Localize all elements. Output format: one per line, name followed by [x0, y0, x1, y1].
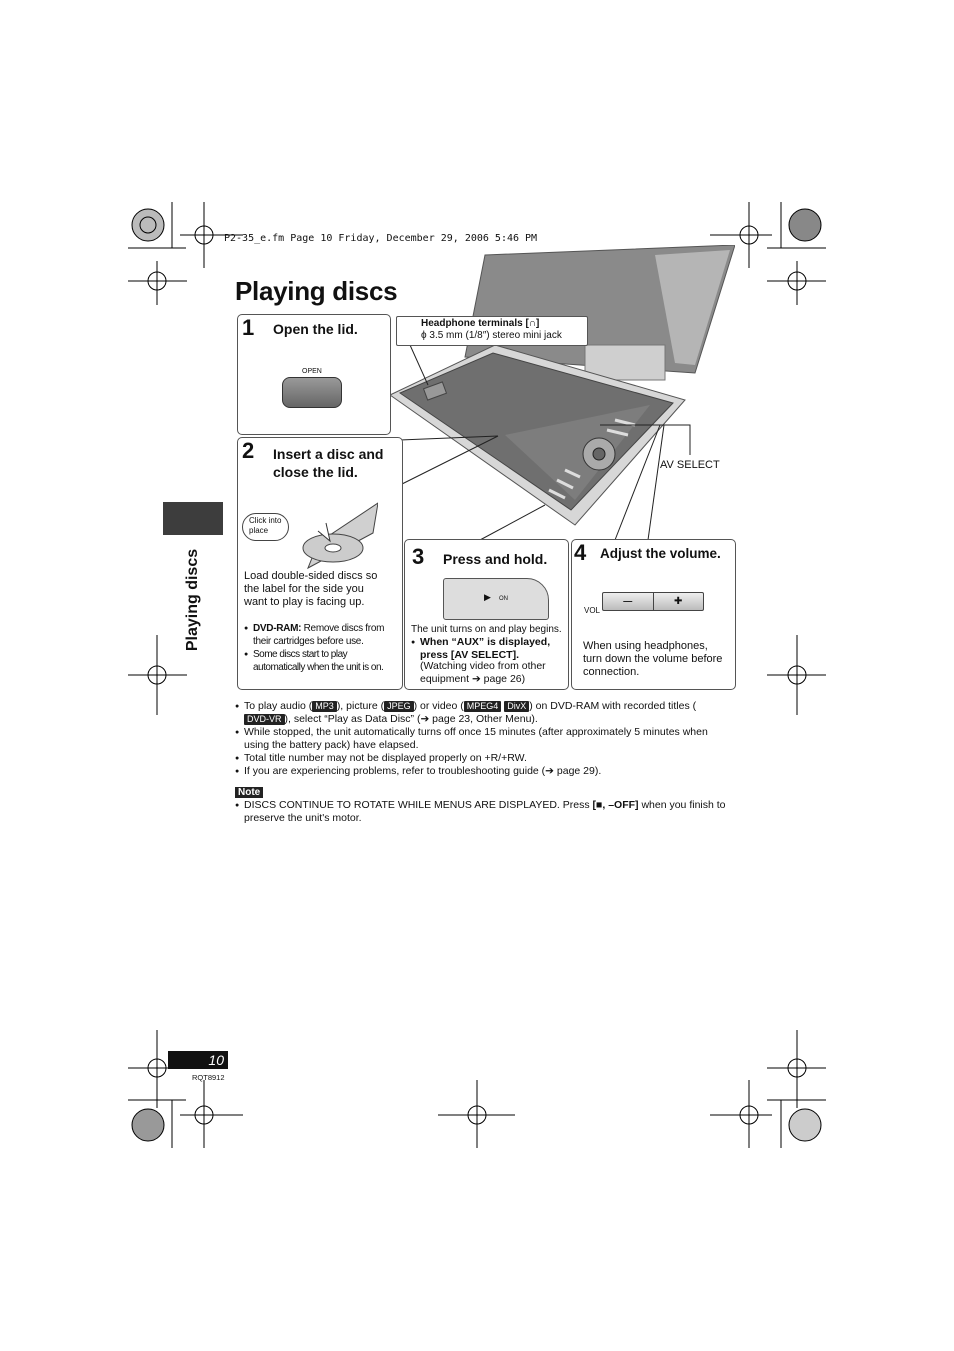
divx-badge: DivX [504, 701, 530, 712]
step-4-number: 4 [574, 540, 587, 565]
headphone-title: Headphone terminals [∩] [421, 318, 540, 329]
step-3-heading: Press and hold. [443, 551, 548, 567]
step-2-heading-line1: Insert a disc and [273, 446, 384, 462]
step-4-heading: Adjust the volume. [600, 546, 721, 561]
step-4-box: 4 Adjust the volume. VOL — ✚ When using … [571, 539, 736, 690]
callout-line1: Click into [249, 516, 282, 525]
vol-label: VOL [584, 606, 601, 615]
note-label: Note [235, 787, 264, 798]
step-3-body: The unit turns on and play begins. [411, 624, 562, 635]
list-item: When “AUX” is displayed, press [AV SELEC… [411, 636, 563, 662]
step-2-number: 2 [242, 438, 255, 463]
document-code: RQT8912 [192, 1073, 225, 1082]
list-item: DISCS CONTINUE TO ROTATE WHILE MENUS ARE… [235, 799, 735, 825]
list-item: DVD-RAM: Remove discs from their cartrid… [244, 622, 399, 648]
dvd-vr-badge: DVD-VR [244, 714, 285, 725]
list-item: Some discs start to play automatically w… [244, 648, 399, 674]
list-item: If you are experiencing problems, refer … [235, 765, 735, 778]
page-number: 10 [168, 1051, 228, 1069]
step-2-body: Load double-sided discs so the label for… [244, 570, 378, 608]
step-3-bullets: When “AUX” is displayed, press [AV SELEC… [411, 636, 563, 662]
notes-list: To play audio (MP3), picture (JPEG) or v… [235, 700, 735, 778]
play-icon: ▶ [484, 592, 491, 602]
volume-control-illustration: — ✚ [602, 592, 704, 611]
open-button-illustration [282, 377, 342, 408]
step-4-body: When using headphones, turn down the vol… [583, 640, 723, 678]
step-2-bullets: DVD-RAM: Remove discs from their cartrid… [244, 622, 399, 674]
page-title: Playing discs [235, 276, 398, 306]
power-switch-illustration: ▶ ON [443, 578, 549, 620]
click-callout: Click into place [242, 513, 289, 541]
list-item: To play audio (MP3), picture (JPEG) or v… [235, 700, 735, 726]
note-list: DISCS CONTINUE TO ROTATE WHILE MENUS ARE… [235, 799, 735, 825]
jpeg-badge: JPEG [384, 701, 414, 712]
volume-down-icon: — [603, 593, 654, 610]
list-item: Total title number may not be displayed … [235, 752, 735, 765]
mp3-badge: MP3 [312, 701, 337, 712]
step-2-heading-line2: close the lid. [273, 464, 358, 480]
list-item: While stopped, the unit automatically tu… [235, 726, 735, 752]
mpeg4-badge: MPEG4 [463, 701, 502, 712]
volume-up-icon: ✚ [674, 596, 683, 607]
step-1-heading: Open the lid. [273, 321, 358, 337]
callout-line2: place [249, 526, 269, 535]
headphone-detail: ϕ 3.5 mm (1/8″) stereo mini jack [421, 330, 562, 341]
section-tab [163, 502, 223, 535]
step-2-box: 2 Insert a disc and close the lid. Click… [237, 437, 403, 690]
headphone-callout: Headphone terminals [∩] ϕ 3.5 mm (1/8″) … [396, 316, 588, 346]
step-1-number: 1 [242, 315, 255, 340]
av-select-label: AV SELECT [660, 459, 720, 471]
file-header: P2-35_e.fm Page 10 Friday, December 29, … [224, 233, 538, 244]
step-3-box: 3 Press and hold. ▶ ON The unit turns on… [404, 539, 569, 690]
on-label: ON [499, 596, 508, 602]
step-1-box: 1 Open the lid. OPEN [237, 314, 391, 435]
disc-insert-illustration [302, 502, 378, 570]
step-3-number: 3 [412, 544, 425, 569]
open-label: OPEN [302, 368, 322, 375]
step-3-reference: (Watching video from other equipment ➔ p… [420, 660, 546, 685]
